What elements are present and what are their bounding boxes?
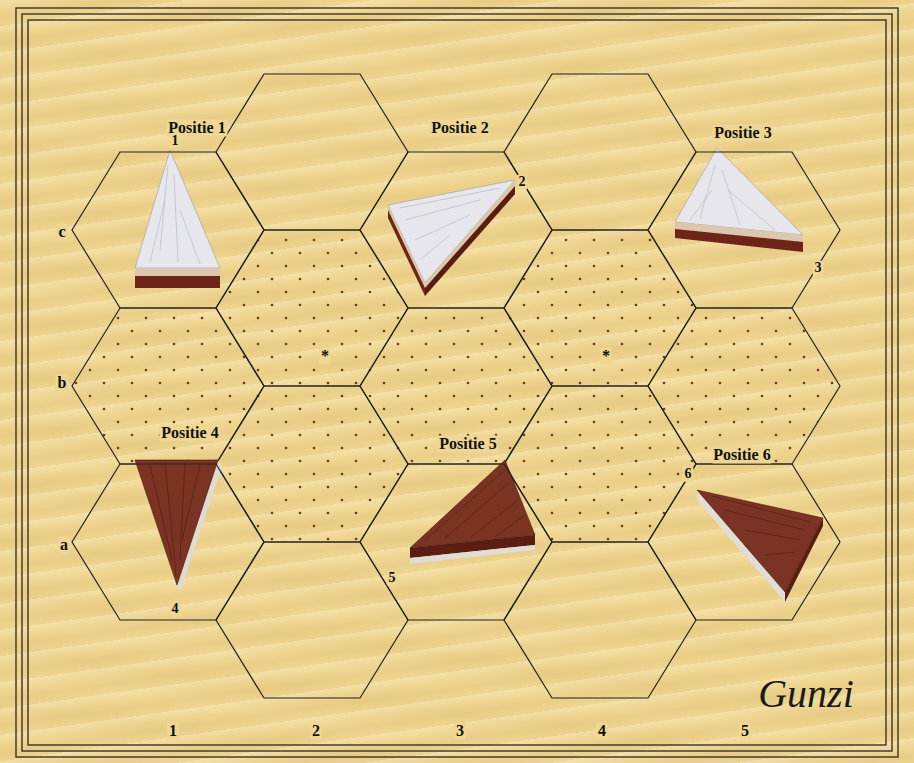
corner-number: 5 [387, 571, 398, 586]
column-label: 1 [167, 723, 179, 740]
corner-number: 6 [683, 467, 694, 482]
column-label: 3 [454, 723, 466, 740]
corner-number: 4 [170, 602, 181, 617]
position-hex: Positie 44 [72, 464, 264, 620]
position-hex: Positie 33 [648, 152, 840, 308]
game-piece [697, 490, 823, 602]
hex-outline [648, 464, 840, 620]
star-mark: * [319, 348, 331, 365]
position-label: Positie 3 [712, 125, 773, 142]
position-hex: Positie 22 [360, 152, 552, 308]
position-label: Positie 5 [437, 436, 498, 453]
position-label: Positie 4 [159, 425, 220, 442]
position-hex: Positie 11 [72, 152, 264, 308]
position-label: Positie 6 [711, 447, 772, 464]
game-piece [135, 150, 220, 288]
corner-number: 2 [517, 175, 528, 190]
hex-outline [72, 464, 264, 620]
row-label: c [56, 224, 67, 241]
position-label: Positie 2 [429, 120, 490, 137]
column-label: 4 [596, 723, 608, 740]
hex-outline [72, 152, 264, 308]
game-piece [135, 460, 222, 592]
hex-outline [360, 464, 552, 620]
signature: Gunzi [756, 673, 856, 715]
position-hex: Positie 55 [360, 464, 552, 620]
game-piece [410, 460, 535, 564]
row-label: a [58, 537, 70, 554]
hex-outline [648, 152, 840, 308]
column-label: 2 [310, 723, 322, 740]
corner-number: 3 [813, 261, 824, 276]
row-label: b [56, 375, 69, 392]
game-piece [388, 180, 515, 296]
star-mark: * [600, 348, 612, 365]
position-hex: Positie 66 [648, 464, 840, 620]
game-piece [675, 148, 803, 252]
column-label: 5 [739, 723, 751, 740]
corner-number: 1 [170, 134, 181, 149]
